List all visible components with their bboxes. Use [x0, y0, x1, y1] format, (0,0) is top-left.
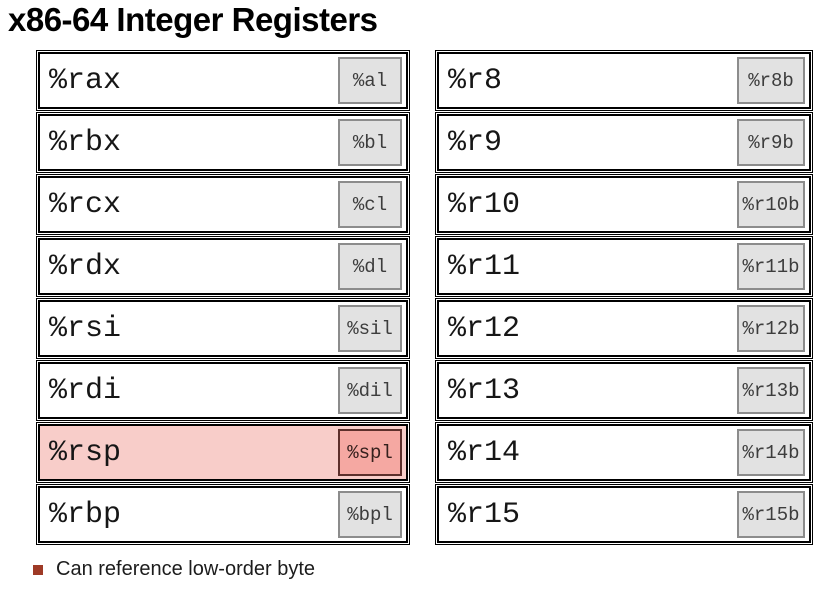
low-byte-label: %r13b	[742, 379, 800, 402]
register-column-left: %rax %al %rbx %bl %rcx %cl %rdx %dl %rsi…	[36, 50, 410, 545]
low-byte-label: %r11b	[742, 255, 800, 278]
register-box-r13: %r13 %r13b	[435, 360, 813, 421]
low-byte-label: %r9b	[748, 131, 794, 154]
register-box-r15: %r15 %r15b	[435, 484, 813, 545]
register-box-r12: %r12 %r12b	[435, 298, 813, 359]
low-byte-box: %dil	[338, 367, 402, 414]
register-name: %r13	[448, 373, 521, 408]
low-byte-box: %bpl	[338, 491, 402, 538]
register-column-right: %r8 %r8b %r9 %r9b %r10 %r10b %r11 %r11b …	[435, 50, 813, 545]
register-name: %r15	[448, 497, 521, 532]
register-name: %r9	[448, 125, 503, 160]
low-byte-box: %r12b	[737, 305, 805, 352]
low-byte-label: %r15b	[742, 503, 800, 526]
low-byte-label: %cl	[352, 193, 388, 216]
register-name: %r10	[448, 187, 521, 222]
register-name: %rbx	[49, 125, 122, 160]
register-box-r9: %r9 %r9b	[435, 112, 813, 173]
low-byte-label: %dl	[352, 255, 388, 278]
bullet-square-icon	[33, 564, 43, 575]
register-box-rax: %rax %al	[36, 50, 410, 111]
low-byte-label: %r10b	[742, 193, 800, 216]
low-byte-box: %r15b	[737, 491, 805, 538]
bullet-line: Can reference low-order byte	[33, 558, 315, 581]
register-name: %r14	[448, 435, 521, 470]
register-box-r11: %r11 %r11b	[435, 236, 813, 297]
page-title: x86-64 Integer Registers	[8, 1, 378, 38]
low-byte-label: %al	[352, 69, 388, 92]
register-name: %rsp	[49, 435, 122, 470]
low-byte-box: %r9b	[737, 119, 805, 166]
low-byte-label: %spl	[347, 441, 393, 464]
low-byte-box: %al	[338, 57, 402, 104]
low-byte-label: %bpl	[347, 503, 393, 526]
low-byte-box: %spl	[338, 429, 402, 476]
low-byte-label: %bl	[352, 131, 388, 154]
low-byte-box: %dl	[338, 243, 402, 290]
register-box-r8: %r8 %r8b	[435, 50, 813, 111]
low-byte-label: %r12b	[742, 317, 800, 340]
register-box-r10: %r10 %r10b	[435, 174, 813, 235]
register-box-rsp-highlighted: %rsp %spl	[36, 422, 410, 483]
register-box-rbx: %rbx %bl	[36, 112, 410, 173]
low-byte-label: %r14b	[742, 441, 800, 464]
bullet-text: Can reference low-order byte	[56, 558, 316, 580]
register-box-rsi: %rsi %sil	[36, 298, 410, 359]
register-box-rdi: %rdi %dil	[36, 360, 410, 421]
low-byte-label: %sil	[347, 317, 393, 340]
low-byte-box: %bl	[338, 119, 402, 166]
register-name: %rcx	[49, 187, 122, 222]
low-byte-box: %r11b	[737, 243, 805, 290]
low-byte-box: %r8b	[737, 57, 805, 104]
low-byte-box: %cl	[338, 181, 402, 228]
register-box-rbp: %rbp %bpl	[36, 484, 410, 545]
low-byte-label: %dil	[347, 379, 393, 402]
register-name: %rdi	[49, 373, 122, 408]
register-name: %rax	[49, 63, 122, 98]
low-byte-label: %r8b	[748, 69, 794, 92]
register-box-rdx: %rdx %dl	[36, 236, 410, 297]
low-byte-box: %sil	[338, 305, 402, 352]
low-byte-box: %r14b	[737, 429, 805, 476]
low-byte-box: %r10b	[737, 181, 805, 228]
register-box-r14: %r14 %r14b	[435, 422, 813, 483]
register-name: %rdx	[49, 249, 122, 284]
register-name: %r12	[448, 311, 521, 346]
register-box-rcx: %rcx %cl	[36, 174, 410, 235]
register-name: %rbp	[49, 497, 122, 532]
low-byte-box: %r13b	[737, 367, 805, 414]
register-name: %rsi	[49, 311, 122, 346]
register-name: %r11	[448, 249, 521, 284]
register-name: %r8	[448, 63, 503, 98]
